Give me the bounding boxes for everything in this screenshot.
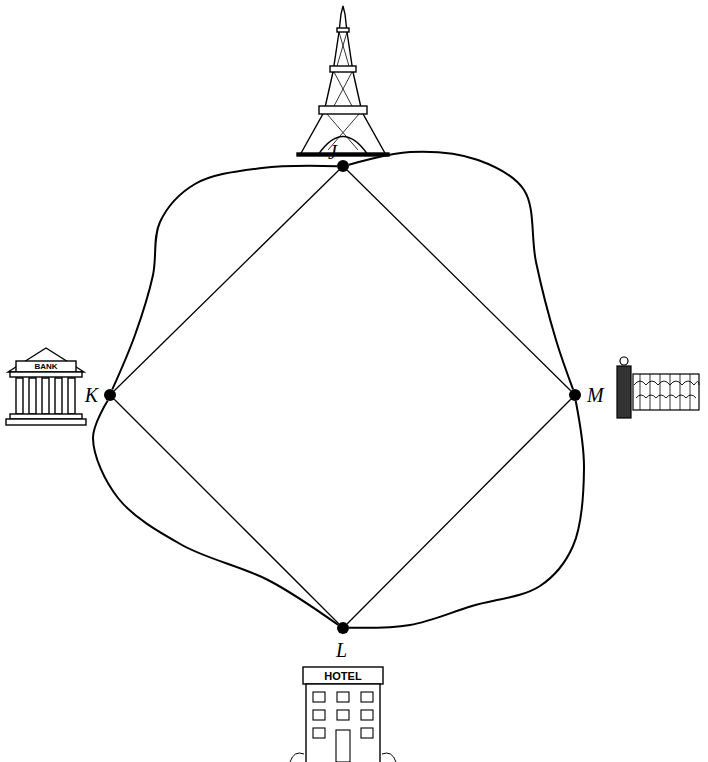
location-point: J	[337, 160, 349, 172]
point-label: L	[336, 640, 347, 660]
sign-text: HOTEL	[324, 671, 361, 682]
straight-route	[347, 399, 571, 623]
point-label: M	[587, 385, 604, 405]
hotel-building	[290, 667, 396, 762]
location-point: M	[569, 389, 581, 401]
bank-building	[6, 348, 86, 425]
curved-route	[93, 401, 338, 625]
location-point: L	[337, 622, 349, 634]
curved-route	[349, 152, 573, 390]
point-label: J	[328, 142, 337, 162]
curved-route	[112, 166, 337, 390]
eiffel-tower	[297, 6, 389, 156]
straight-route	[347, 170, 570, 391]
sign-text: BANK	[34, 363, 57, 371]
point-label: K	[85, 385, 98, 405]
street-sign	[617, 357, 699, 418]
location-point: K	[104, 389, 116, 401]
straight-route	[114, 170, 338, 391]
straight-route	[114, 399, 339, 624]
curved-route	[349, 401, 584, 628]
